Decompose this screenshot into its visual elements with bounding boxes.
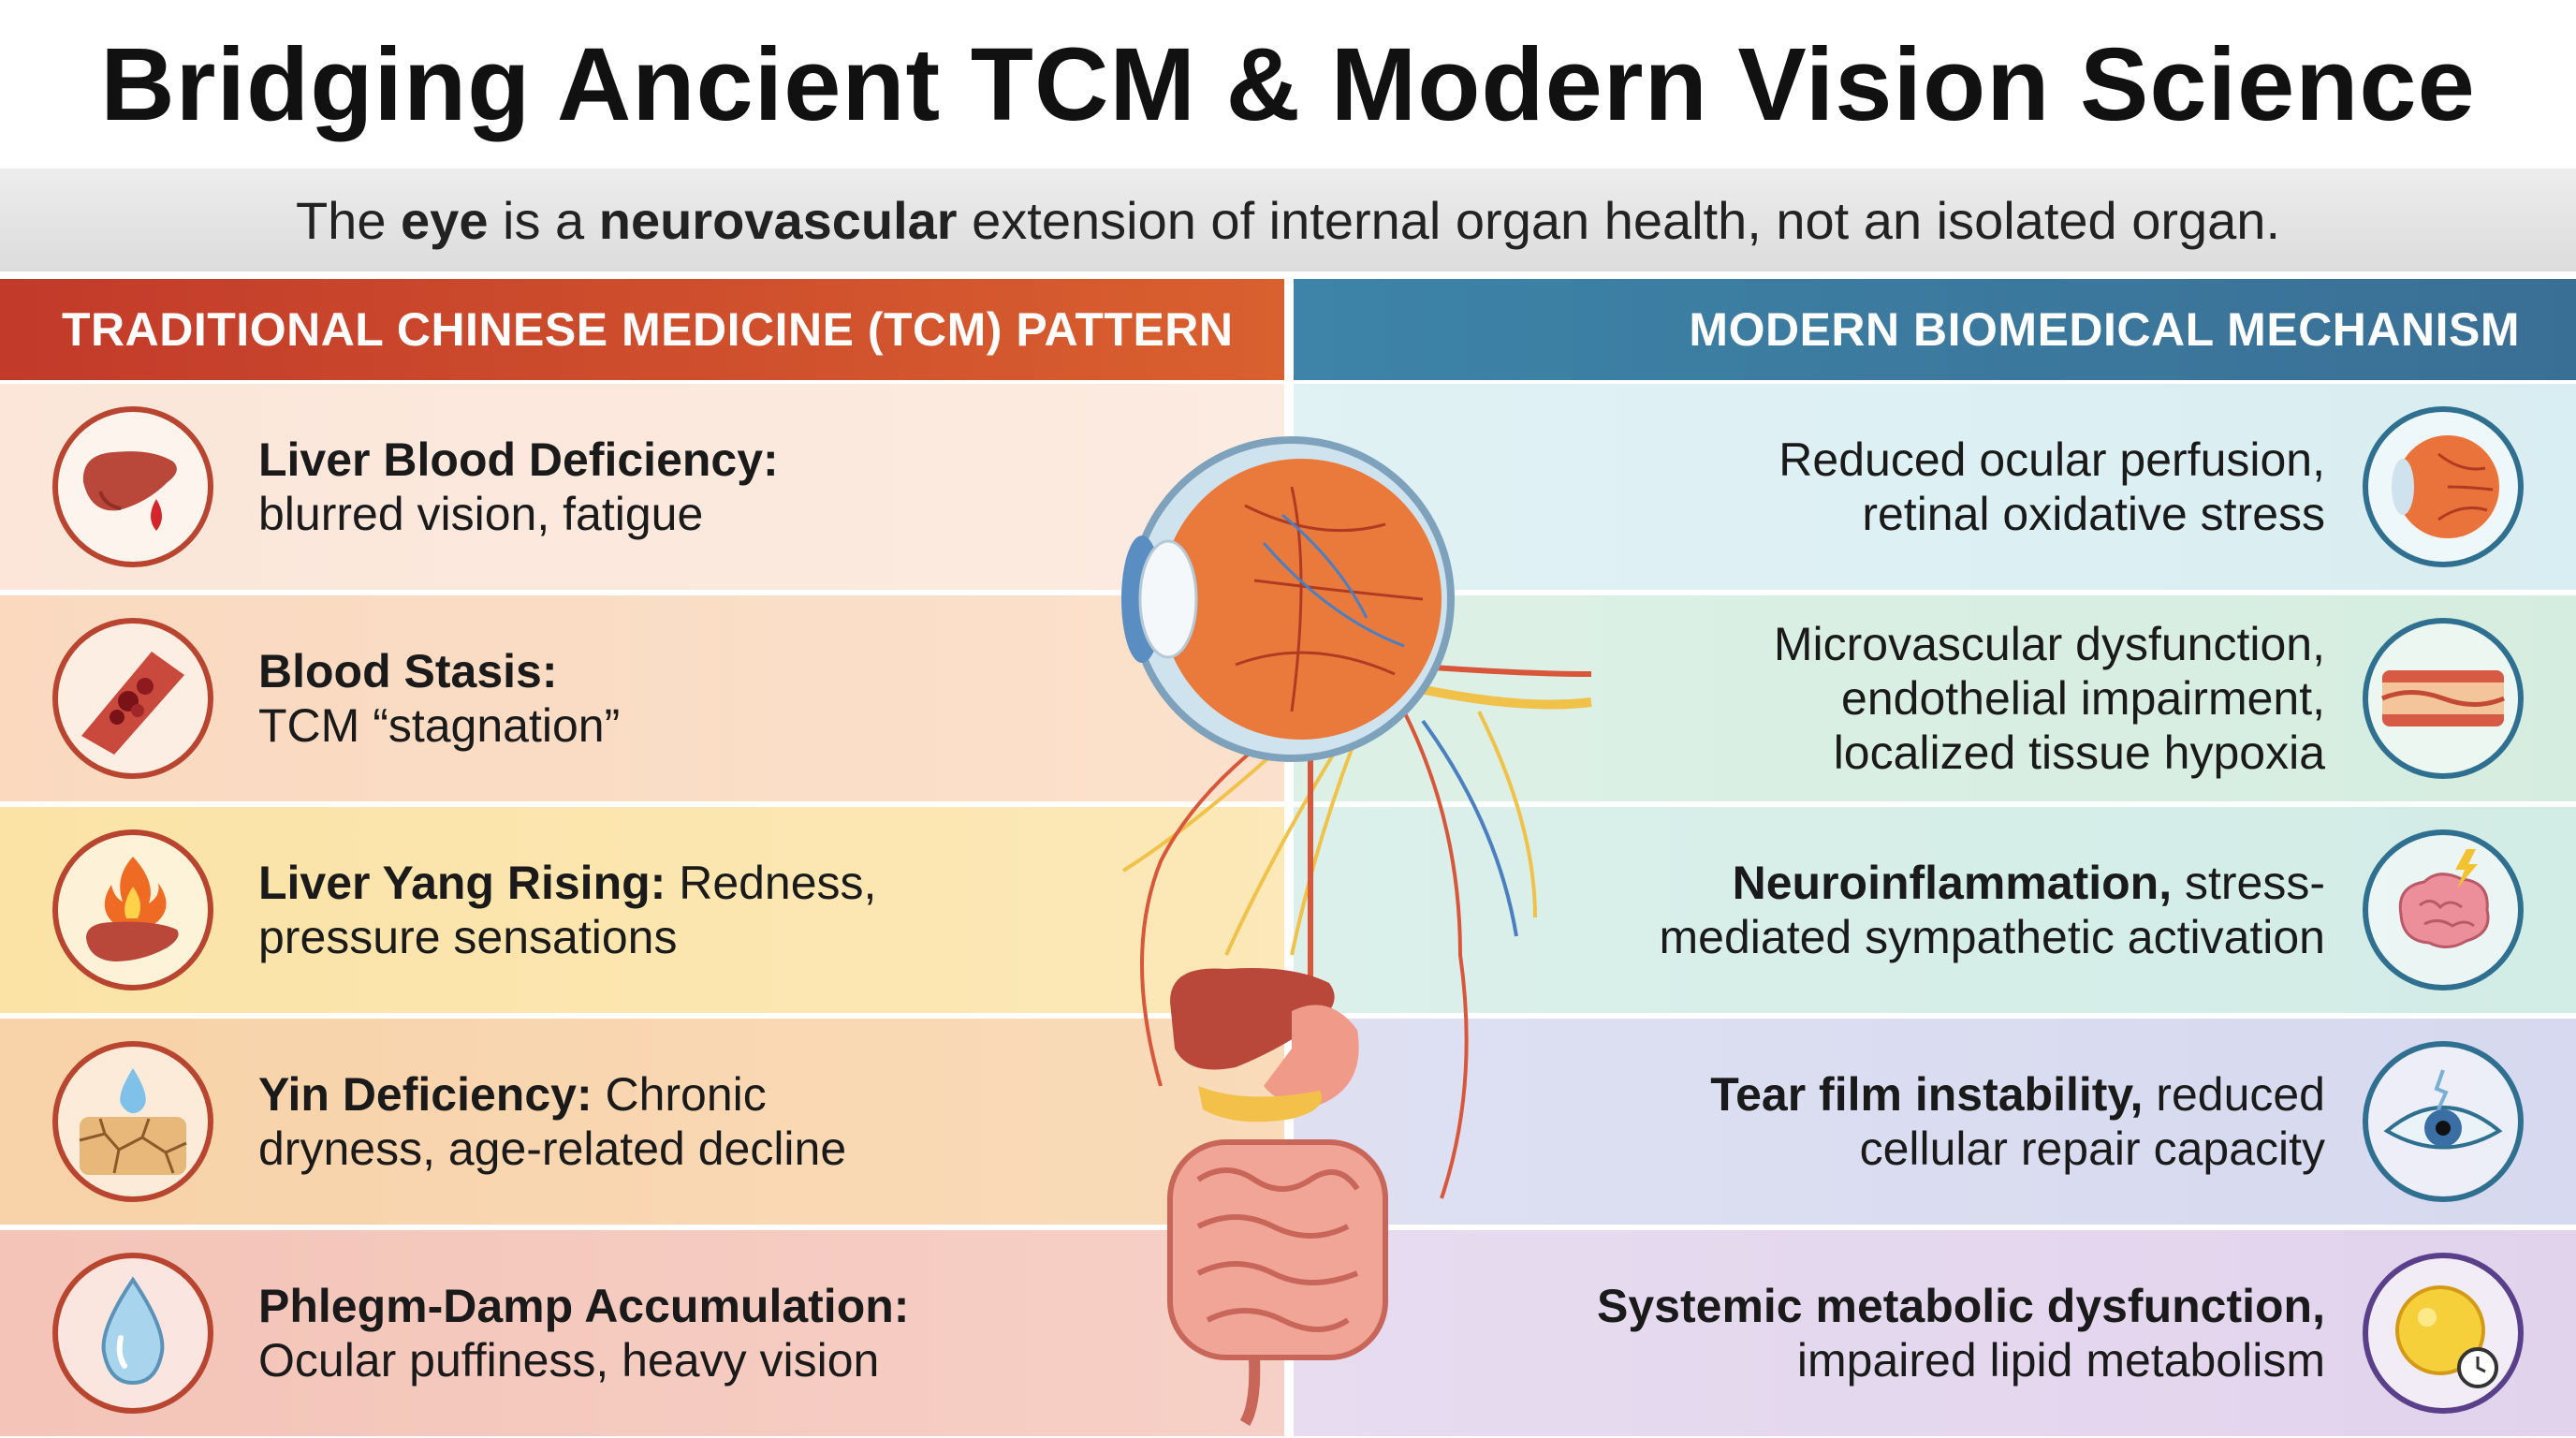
fat-cell-clock-icon: [2363, 1253, 2524, 1414]
tcm-desc-1: Chronic: [592, 1068, 767, 1121]
biomed-line-2: impaired lipid metabolism: [1796, 1334, 2325, 1387]
biomed-column-header: MODERN BIOMEDICAL MECHANISM: [1294, 279, 2576, 380]
tcm-row-phlegm-damp: Phlegm-Damp Accumulation: Ocular puffine…: [0, 1230, 1284, 1436]
tcm-text: Yin Deficiency: Chronic dryness, age-rel…: [258, 1067, 846, 1176]
tcm-pattern-name: Yin Deficiency:: [258, 1068, 593, 1121]
blood-vessel-clot-icon: [52, 618, 213, 779]
subtitle-bold-neurovascular: neurovascular: [598, 190, 958, 250]
water-drop-icon: [52, 1253, 213, 1414]
biomed-line-1: Microvascular dysfunction,: [1773, 618, 2325, 670]
biomed-row-neuroinflammation: Neuroinflammation, stress- mediated symp…: [1294, 807, 2576, 1013]
column-divider: [1284, 279, 1294, 1438]
eye-organ-illustration: [1121, 436, 1592, 1427]
subtitle-pre: The: [295, 190, 402, 250]
subtitle-bold-eye: eye: [401, 190, 489, 250]
tcm-row-liver-blood-deficiency: Liver Blood Deficiency: blurred vision, …: [0, 384, 1284, 590]
tcm-desc-2: TCM “stagnation”: [258, 699, 621, 752]
biomed-row-metabolic: Systemic metabolic dysfunction, impaired…: [1294, 1230, 2576, 1436]
tcm-column-header: TRADITIONAL CHINESE MEDICINE (TCM) PATTE…: [0, 279, 1284, 380]
brain-lightning-icon: [2363, 829, 2524, 990]
liver-fire-icon: [52, 829, 213, 990]
biomed-line-2: retinal oxidative stress: [1862, 488, 2325, 540]
tcm-pattern-name: Liver Blood Deficiency:: [258, 433, 779, 486]
biomed-text: Neuroinflammation, stress- mediated symp…: [1660, 856, 2325, 964]
tcm-row-blood-stasis: Blood Stasis: TCM “stagnation”: [0, 595, 1284, 801]
biomed-line-2: endothelial impairment,: [1841, 672, 2325, 725]
biomed-text: Systemic metabolic dysfunction, impaired…: [1597, 1279, 2325, 1387]
biomed-text: Tear film instability, reduced cellular …: [1710, 1067, 2325, 1176]
biomed-bold: Neuroinflammation,: [1732, 857, 2173, 909]
biomed-row-microvascular: Microvascular dysfunction, endothelial i…: [1294, 595, 2576, 801]
subtitle: The eye is a neurovascular extension of …: [0, 169, 2576, 271]
biomed-bold: Systemic metabolic dysfunction,: [1597, 1280, 2325, 1332]
biomed-row-ocular-perfusion: Reduced ocular perfusion, retinal oxidat…: [1294, 384, 2576, 590]
tcm-desc-2: blurred vision, fatigue: [258, 488, 704, 540]
tcm-desc-2: Ocular puffiness, heavy vision: [258, 1334, 880, 1387]
tcm-text: Blood Stasis: TCM “stagnation”: [258, 644, 620, 753]
tcm-row-yin-deficiency: Yin Deficiency: Chronic dryness, age-rel…: [0, 1019, 1284, 1225]
dry-eye-icon: [2363, 1041, 2524, 1202]
biomed-line-1: reduced: [2143, 1068, 2325, 1121]
biomed-row-tear-film: Tear film instability, reduced cellular …: [1294, 1019, 2576, 1225]
tcm-pattern-name: Blood Stasis:: [258, 645, 558, 697]
subtitle-mid: is a: [488, 190, 599, 250]
eyeball-icon: [2363, 406, 2524, 567]
tcm-desc-2: pressure sensations: [258, 911, 678, 963]
biomed-line-2: mediated sympathetic activation: [1659, 911, 2325, 963]
subtitle-post: extension of internal organ health, not …: [957, 190, 2281, 250]
biomed-line-3: localized tissue hypoxia: [1833, 726, 2325, 779]
biomed-line-1: Reduced ocular perfusion,: [1778, 433, 2325, 486]
liver-blood-drop-icon: [52, 406, 213, 567]
tcm-desc-2: dryness, age-related decline: [258, 1123, 847, 1175]
tcm-row-liver-yang-rising: Liver Yang Rising: Redness, pressure sen…: [0, 807, 1284, 1013]
tcm-text: Liver Blood Deficiency: blurred vision, …: [258, 433, 779, 541]
tcm-pattern-name: Liver Yang Rising:: [258, 857, 666, 909]
tcm-text: Phlegm-Damp Accumulation: Ocular puffine…: [258, 1279, 909, 1387]
cracked-earth-drop-icon: [52, 1041, 213, 1202]
page-title: Bridging Ancient TCM & Modern Vision Sci…: [100, 26, 2476, 142]
artery-cross-section-icon: [2363, 618, 2524, 779]
biomed-line-2: cellular repair capacity: [1859, 1123, 2325, 1175]
biomed-text: Reduced ocular perfusion, retinal oxidat…: [1778, 433, 2325, 541]
tcm-text: Liver Yang Rising: Redness, pressure sen…: [258, 856, 876, 964]
biomed-bold: Tear film instability,: [1710, 1068, 2144, 1121]
biomed-text: Microvascular dysfunction, endothelial i…: [1774, 617, 2325, 780]
biomed-line-1: stress-: [2172, 857, 2325, 909]
tcm-desc-1: Redness,: [666, 857, 877, 909]
tcm-pattern-name: Phlegm-Damp Accumulation:: [258, 1280, 910, 1332]
